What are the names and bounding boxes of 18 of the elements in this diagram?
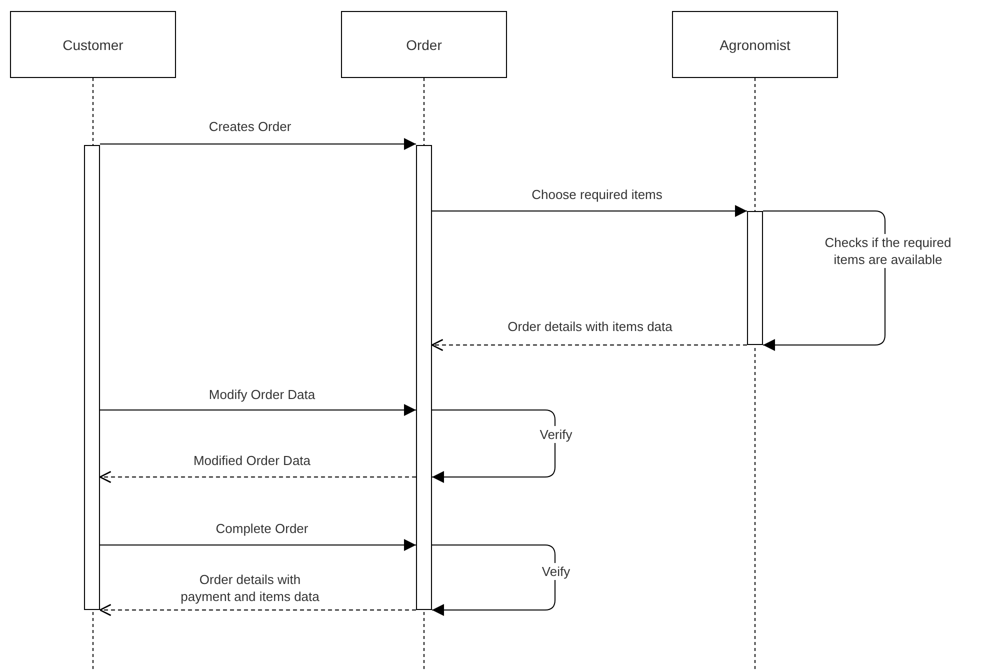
message-arrow bbox=[100, 138, 416, 150]
self-message-arrow bbox=[432, 544, 556, 616]
activation-bar bbox=[416, 145, 432, 610]
participant-box: Agronomist bbox=[672, 11, 838, 78]
activation-bar bbox=[747, 211, 763, 345]
participant-box: Customer bbox=[10, 11, 176, 78]
return-message-arrow bbox=[99, 604, 416, 616]
participant-box: Order bbox=[341, 11, 507, 78]
return-message-arrow bbox=[431, 338, 748, 352]
edge-label: Veify bbox=[540, 563, 572, 580]
edge-label: Verify bbox=[538, 426, 574, 443]
message-arrow bbox=[100, 404, 416, 416]
activation-bar bbox=[84, 145, 100, 610]
self-message-arrow bbox=[432, 410, 556, 483]
return-message-arrow bbox=[99, 470, 416, 484]
message-arrow bbox=[432, 205, 748, 217]
message-arrow bbox=[100, 539, 416, 551]
self-message-arrow bbox=[762, 210, 886, 351]
